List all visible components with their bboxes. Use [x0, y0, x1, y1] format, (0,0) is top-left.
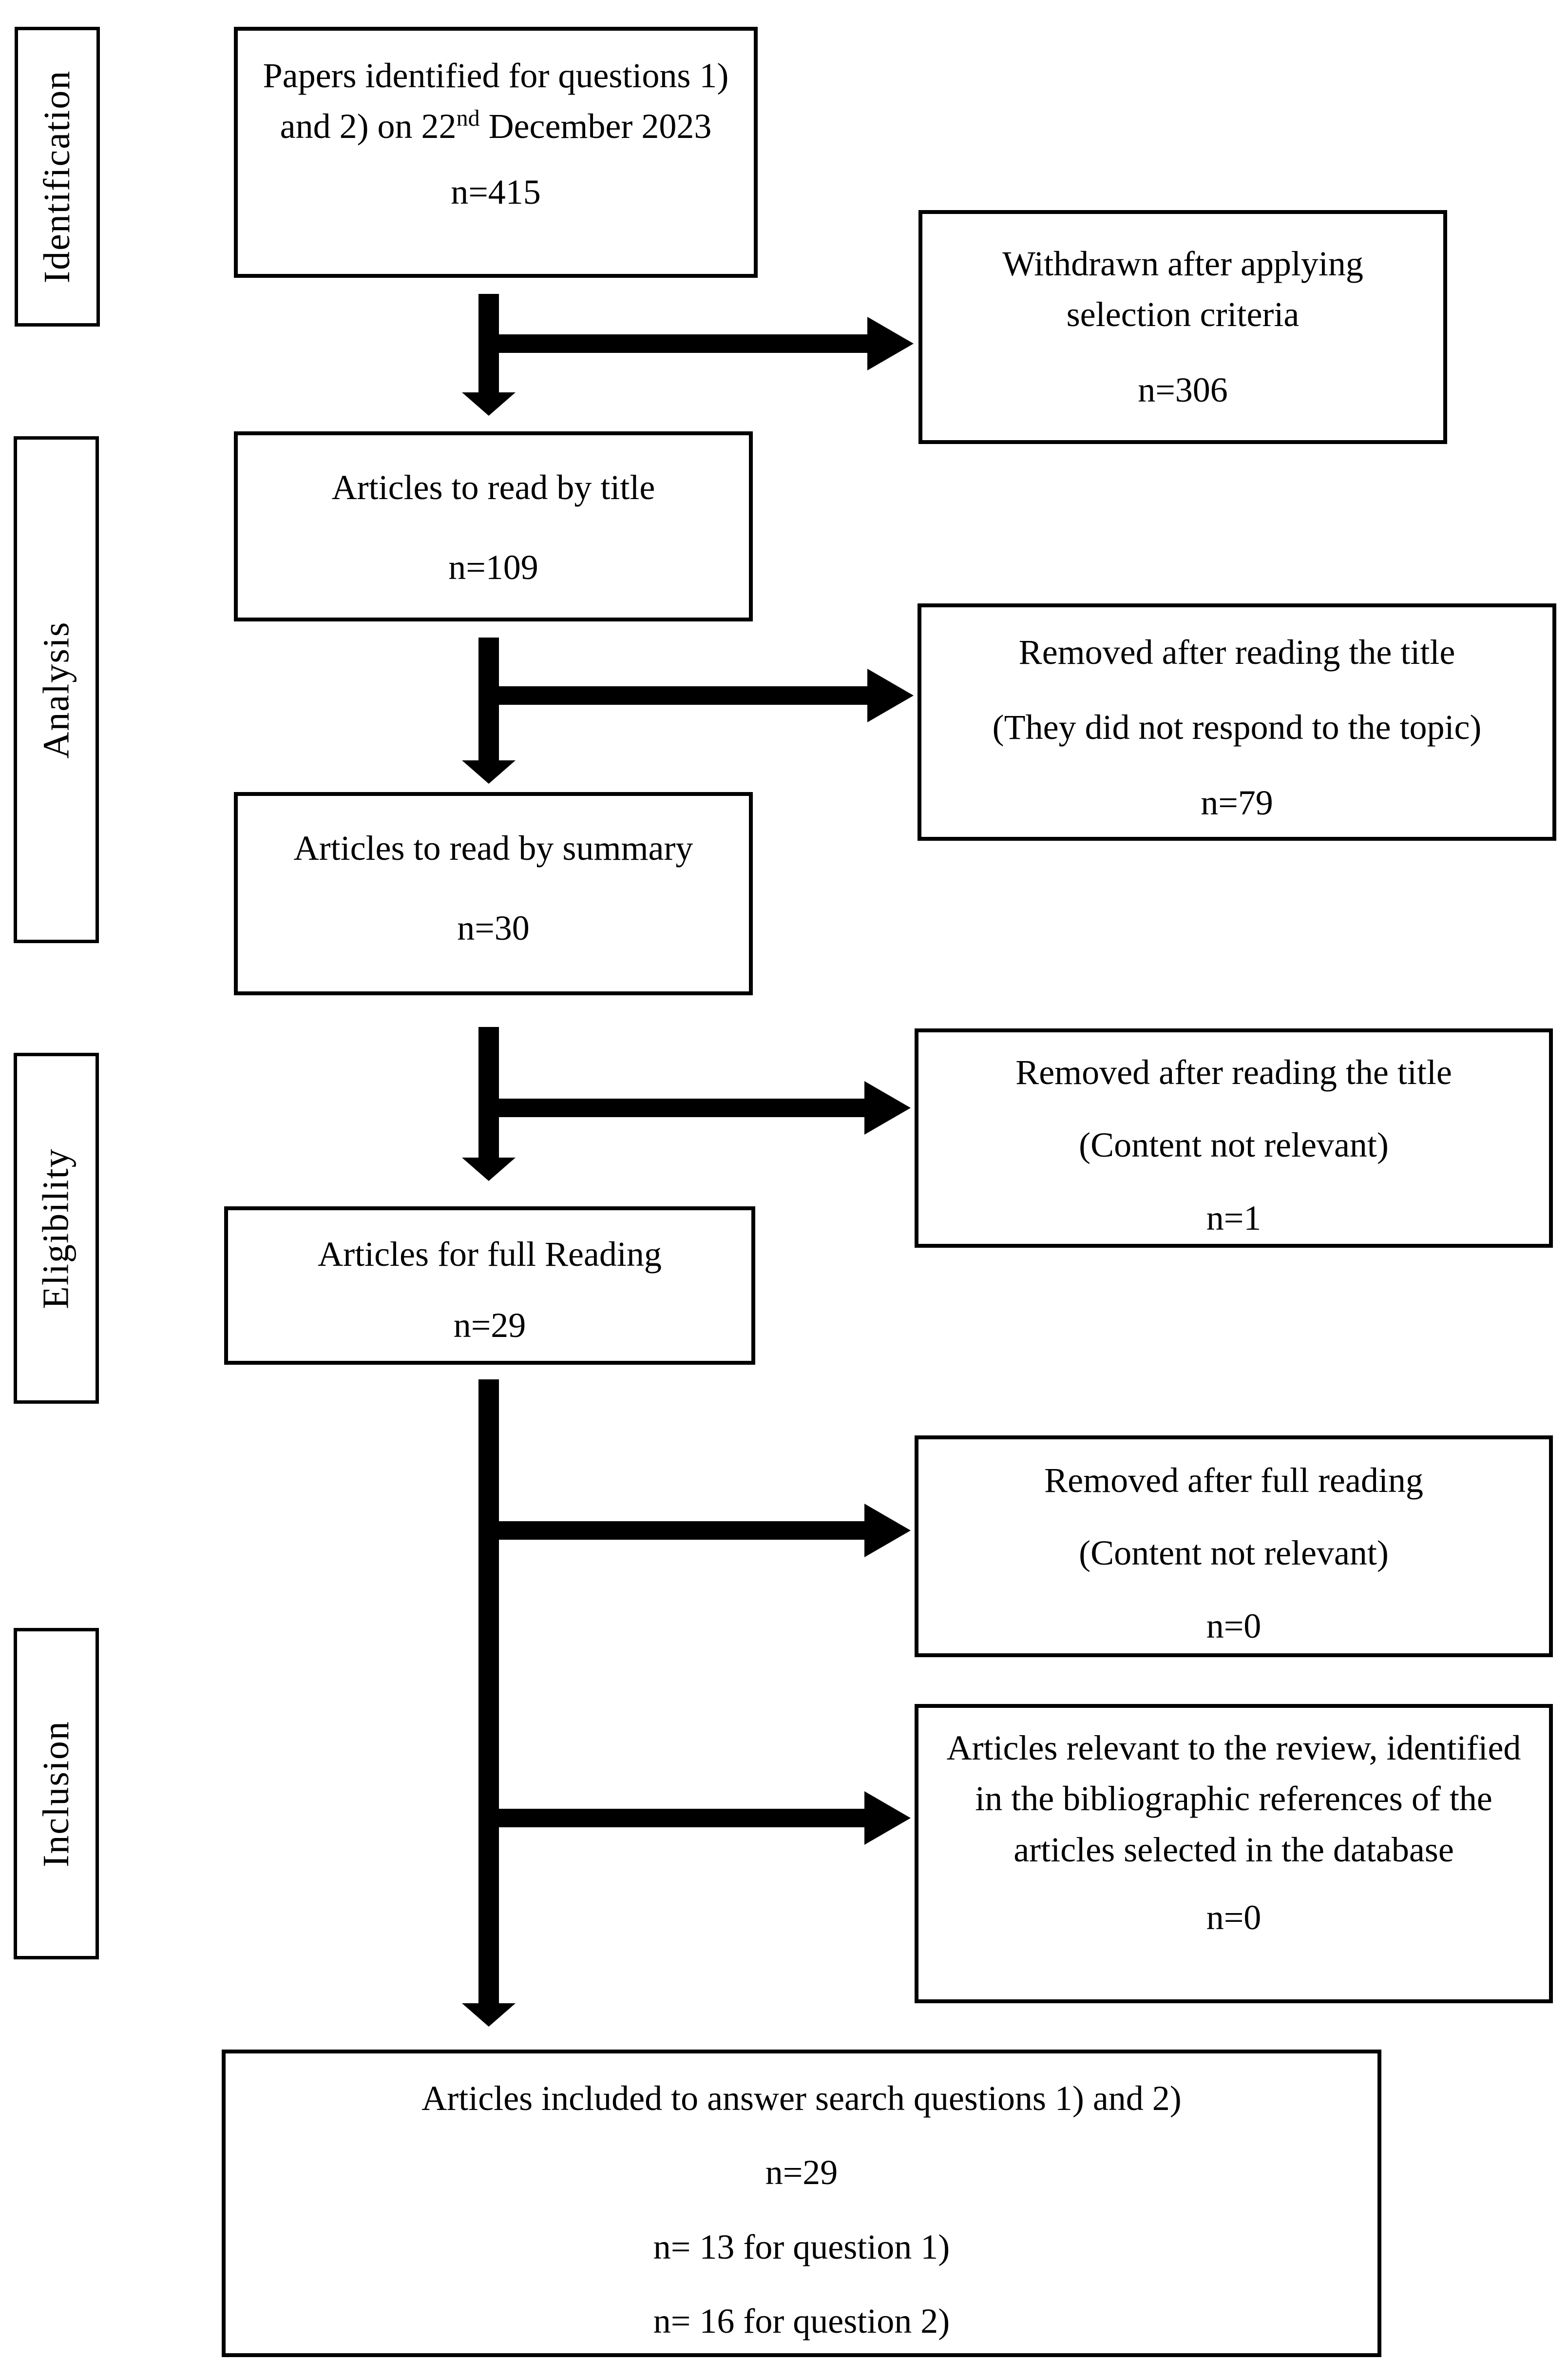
box-papers-identified: Papers identified for questions 1) and 2… [234, 27, 758, 278]
stage-analysis: Analysis [14, 436, 99, 943]
papers-identified-date: December 2023 [479, 107, 712, 146]
full-reading-count: n=29 [453, 1306, 526, 1345]
removed-title-relevance-text: Removed after reading the title [1015, 1053, 1452, 1092]
removed-title-topic-count: n=79 [1201, 783, 1273, 822]
branch-line-3 [489, 1099, 864, 1117]
stage-inclusion-label: Inclusion [36, 1720, 77, 1867]
removed-full-reading-text: Removed after full reading [1044, 1461, 1423, 1500]
box-read-by-title: Articles to read by title n=109 [234, 431, 753, 621]
box-removed-full-reading: Removed after full reading (Content not … [915, 1435, 1553, 1657]
full-reading-text: Articles for full Reading [318, 1235, 662, 1274]
branch-arrowhead-3 [864, 1081, 911, 1135]
removed-title-topic-text: Removed after reading the title [1018, 633, 1455, 672]
box-removed-title-relevance: Removed after reading the title (Content… [915, 1028, 1553, 1248]
flow-arrowhead-down-1 [462, 392, 516, 416]
box-withdrawn: Withdrawn after applying selection crite… [918, 210, 1447, 444]
box-included: Articles included to answer search quest… [222, 2050, 1381, 2357]
branch-line-4 [489, 1521, 864, 1540]
included-count-total: n=29 [765, 2153, 838, 2192]
stage-eligibility: Eligibility [14, 1053, 99, 1404]
stage-eligibility-label: Eligibility [36, 1147, 77, 1309]
read-by-title-text: Articles to read by title [331, 468, 655, 507]
branch-arrowhead-4 [864, 1504, 911, 1557]
stage-inclusion: Inclusion [14, 1628, 99, 1959]
withdrawn-count: n=306 [1138, 370, 1228, 409]
read-by-summary-count: n=30 [457, 909, 530, 948]
bibliographic-text: Articles relevant to the review, identif… [946, 1728, 1521, 1869]
branch-arrowhead-1 [867, 317, 914, 370]
box-full-reading: Articles for full Reading n=29 [224, 1206, 755, 1365]
flow-arrowhead-down-4 [462, 2003, 516, 2027]
box-removed-title-topic: Removed after reading the title (They di… [918, 603, 1556, 841]
branch-line-2 [489, 686, 867, 705]
flow-line-down-4 [478, 1379, 499, 2003]
read-by-title-count: n=109 [448, 548, 538, 587]
box-read-by-summary: Articles to read by summary n=30 [234, 792, 753, 995]
box-papers-identified-text: Papers identified for questions 1) and 2… [260, 50, 732, 152]
branch-arrowhead-5 [864, 1791, 911, 1845]
flow-arrowhead-down-3 [462, 1158, 516, 1181]
removed-title-relevance-sub: (Content not relevant) [1079, 1125, 1389, 1165]
branch-arrowhead-2 [867, 669, 914, 722]
papers-identified-sup: nd [456, 105, 480, 132]
bibliographic-count: n=0 [1206, 1898, 1262, 1937]
included-title: Articles included to answer search quest… [421, 2079, 1182, 2118]
removed-full-reading-sub: (Content not relevant) [1079, 1533, 1389, 1573]
flow-line-down-3 [478, 1027, 499, 1158]
removed-title-relevance-count: n=1 [1206, 1198, 1262, 1238]
included-count-q1: n= 13 for question 1) [653, 2227, 950, 2266]
box-bibliographic: Articles relevant to the review, identif… [915, 1704, 1553, 2003]
branch-line-5 [489, 1809, 864, 1827]
branch-line-1 [489, 334, 867, 353]
withdrawn-text: Withdrawn after applying selection crite… [1002, 244, 1363, 334]
papers-identified-count: n=415 [451, 172, 541, 212]
removed-title-topic-sub: (They did not respond to the topic) [992, 708, 1482, 747]
stage-identification: Identification [15, 27, 100, 327]
flow-arrowhead-down-2 [462, 760, 516, 784]
stage-identification-label: Identification [37, 70, 78, 284]
removed-full-reading-count: n=0 [1206, 1606, 1262, 1645]
included-count-q2: n= 16 for question 2) [653, 2302, 950, 2341]
papers-identified-text: Papers identified for questions 1) and 2… [263, 56, 729, 146]
stage-analysis-label: Analysis [36, 621, 76, 758]
read-by-summary-text: Articles to read by summary [293, 829, 693, 868]
